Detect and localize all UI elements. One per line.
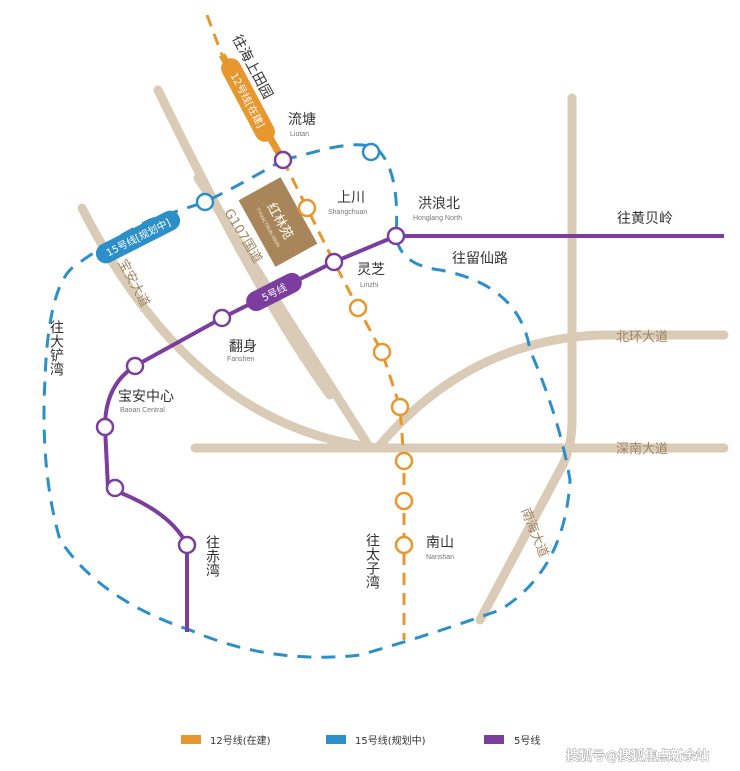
direction-chiwan: 往赤湾 (204, 535, 220, 577)
nanshan-en: Nanshan (426, 554, 454, 561)
legend-swatch-line12 (181, 735, 201, 744)
direction-dachanwan: 往大铲湾 (48, 320, 64, 376)
beihuan-road (375, 330, 729, 450)
vertical-road-right (555, 93, 577, 475)
line5-station-a[interactable] (95, 417, 115, 437)
project-box (238, 177, 318, 267)
nanshan-station[interactable] (394, 535, 414, 555)
roads (77, 85, 729, 625)
shangchuan-label: 上川 (337, 190, 365, 206)
line15-station-a[interactable] (361, 142, 381, 162)
svg-text:15号线[规划中]: 15号线[规划中] (104, 216, 173, 260)
line15-track (42, 143, 572, 659)
fanshen-en: Fanshen (227, 356, 254, 363)
line12-station-4[interactable] (394, 451, 414, 471)
line12-station-1[interactable] (348, 298, 368, 318)
direction-huangbeiling: 往黄贝岭 (617, 210, 673, 227)
linzhi-en: Linzhi (360, 282, 379, 289)
project-marker[interactable]: 红林苑 TYMALTRUN MIHN (238, 177, 318, 267)
shangchuan-en: Shangchuan (328, 209, 367, 216)
legend-swatch-line5 (484, 735, 504, 744)
nanhai-road (475, 465, 565, 625)
legend-label-line12: 12号线(在建) (210, 734, 271, 747)
legend-label-line15: 15号线(规划中) (355, 734, 426, 747)
liutang-en: Liutan (290, 131, 309, 138)
line12-station-2[interactable] (372, 342, 392, 362)
linzhi-label: 灵芝 (357, 262, 385, 278)
fanshen-label: 翻身 (229, 339, 257, 355)
direction-liuxian-road: 往留仙路 (452, 251, 508, 267)
linzhi-station[interactable] (324, 252, 344, 272)
honglangbei-station[interactable] (386, 226, 406, 246)
line5-badge: 5号线 (246, 272, 302, 312)
line5-station-c[interactable] (177, 535, 197, 555)
line12-station-3[interactable] (390, 397, 410, 417)
honglangbei-en: Honglang North (413, 215, 462, 222)
line15-station-b[interactable] (195, 192, 215, 212)
line12-station-5[interactable] (394, 491, 414, 511)
beihuan-label: 北环大道 (616, 330, 668, 345)
baoan-avenue-road (77, 203, 385, 453)
baoan-avenue-label: 宝安大道 (114, 257, 152, 310)
diagonal-road (153, 85, 335, 400)
line5-station-b[interactable] (105, 478, 125, 498)
nanshan-label: 南山 (426, 535, 454, 551)
line12-dashed (205, 14, 406, 640)
liutang-station[interactable] (273, 150, 293, 170)
shennan-label: 深南大道 (616, 441, 668, 457)
shangchuan-station[interactable] (297, 198, 317, 218)
honglangbei-label: 洪浪北 (418, 196, 460, 212)
baoan-central-label: 宝安中心 (118, 389, 174, 405)
legend-label-line5: 5号线 (514, 734, 540, 747)
baoan-central-en: Baoan Central (120, 407, 165, 414)
fanshen-station[interactable] (212, 308, 232, 328)
line15-badge: 15号线[规划中] (95, 210, 181, 264)
line5-track (102, 234, 724, 632)
legend: 12号线(在建) 15号线(规划中) 5号线 (181, 734, 540, 747)
legend-swatch-line15 (326, 735, 346, 744)
baoan-central-station[interactable] (125, 356, 145, 376)
liutang-label: 流塘 (288, 112, 316, 128)
direction-taiziwan: 往太子湾 (364, 533, 380, 589)
watermark: 搜狐号@搜狐焦点新余站 (566, 748, 709, 764)
